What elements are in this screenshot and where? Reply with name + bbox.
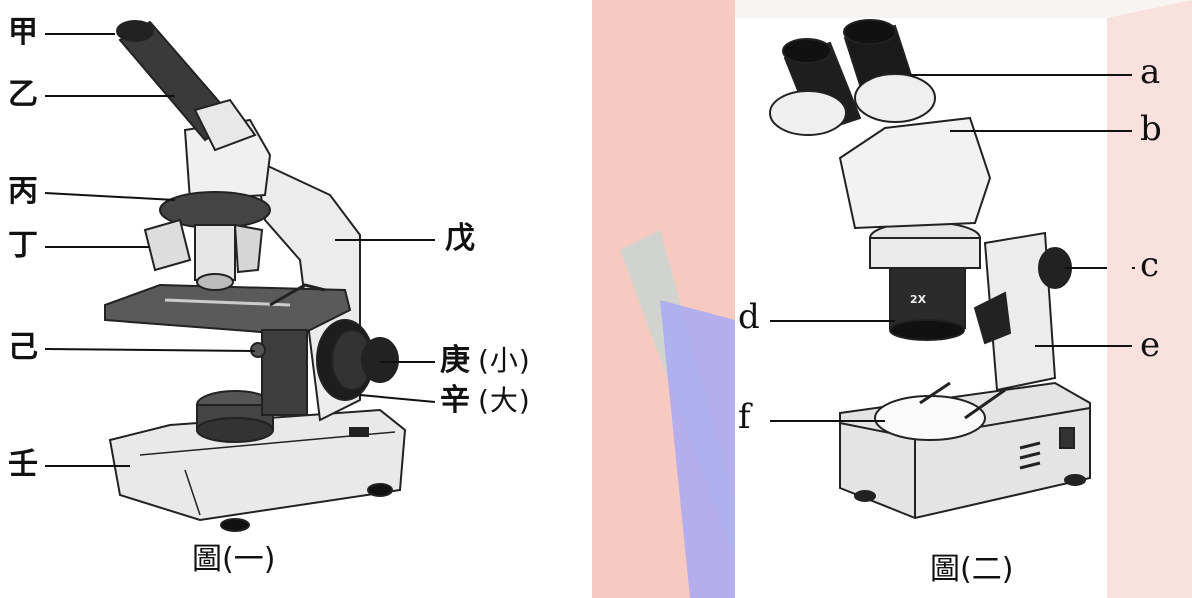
objective-left: [143, 218, 192, 272]
fine-focus-knob: [361, 337, 399, 383]
objective-right: [233, 223, 264, 274]
objective-marking: 2X: [910, 293, 927, 306]
label-bing: 丙: [8, 174, 38, 209]
watermark-blue-stripe: [660, 300, 735, 598]
objective-middle: [194, 224, 236, 281]
label-xin: 辛: [440, 383, 470, 418]
label-d: d: [738, 297, 760, 337]
label-yi: 乙: [8, 77, 38, 112]
label-a: a: [1140, 52, 1161, 92]
label-geng-note: (小): [478, 344, 531, 377]
label-c: c: [1140, 245, 1160, 285]
objective-lens-housing: [889, 267, 966, 329]
stereo-head: [838, 116, 992, 230]
microscope-stage: [104, 283, 352, 337]
figure-two-caption: 圖(二): [930, 552, 1014, 587]
label-xin-note: (大): [478, 384, 531, 417]
stage-plate: [874, 395, 986, 441]
label-f: f: [738, 397, 751, 437]
figure-one-panel: 甲 乙 丙 丁 戊 己 庚 (小) 辛 (大) 壬 圖(一): [0, 0, 592, 598]
stereo-microscope-illustration: 2X: [769, 19, 1107, 520]
label-ren: 壬: [8, 447, 38, 482]
support-pillar: [983, 231, 1057, 392]
figure-two-panel: 2X: [735, 18, 1107, 598]
label-ji: 己: [8, 330, 38, 365]
label-b: b: [1140, 109, 1162, 149]
label-wu: 戊: [445, 221, 475, 256]
figure-one-caption: 圖(一): [192, 542, 276, 577]
eyepiece-lens: [116, 20, 154, 42]
label-ding: 丁: [8, 228, 38, 263]
label-e: e: [1140, 325, 1161, 365]
label-geng: 庚: [440, 343, 470, 378]
watermark-red-top: [1107, 0, 1192, 598]
figure-one-leader-lines: [44, 33, 436, 467]
label-jia: 甲: [8, 15, 38, 50]
compound-microscope-illustration: [44, 20, 436, 532]
